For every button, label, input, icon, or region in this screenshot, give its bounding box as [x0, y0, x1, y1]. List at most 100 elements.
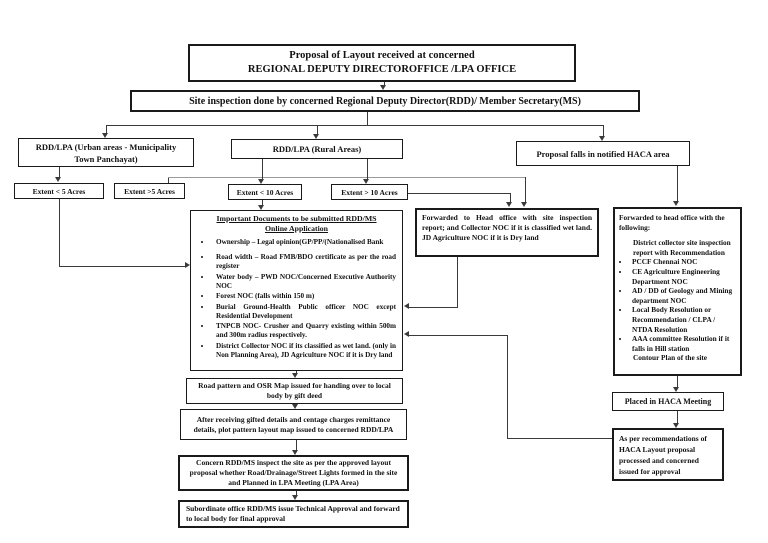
node-rdd-lpa-urban: RDD/LPA (Urban areas - Municipality Town…	[18, 138, 194, 167]
node-after-receiving-gifted-details: After receiving gifted details and centa…	[180, 409, 407, 440]
bullet-item: PCCF Chennai NOC	[630, 257, 736, 267]
connector-gt10-drop	[510, 193, 511, 203]
connector-docs-to-road	[296, 371, 297, 374]
connector-lt10-to-docs	[262, 200, 263, 205]
bullet-item: Road width – Road FMB/BDO certificate as…	[212, 253, 396, 271]
placed-haca-label: Placed in HACA Meeting	[624, 397, 712, 406]
site-inspection-label: Site inspection done by concerned Region…	[189, 95, 581, 107]
connector-rural-to-lt10	[262, 159, 263, 179]
concern-rdd-label: Concern RDD/MS inspect the site as per t…	[189, 458, 398, 487]
arrowhead-docs-to-road	[292, 373, 298, 378]
arrowhead-to-rural	[313, 134, 319, 139]
bullet-item: District Collector NOC if its classified…	[212, 342, 396, 360]
after-receiving-label: After receiving gifted details and centa…	[193, 414, 394, 434]
extent-lt5-label: Extent < 5 Acres	[32, 186, 86, 196]
arrowhead-gt5-to-fwdmid	[521, 202, 527, 207]
bullet-item: AD / DD of Geology and Mining department…	[630, 286, 736, 305]
proposal-received-line2: REGIONAL DEPUTY DIRECTOROFFICE /LPA OFFI…	[247, 64, 517, 75]
connector-feedback-rail	[409, 335, 507, 336]
arrowhead-to-lt5	[55, 177, 61, 182]
arrowhead-after-to-concern	[292, 450, 298, 455]
connector-feedback-riser	[507, 335, 508, 439]
urban-line1: RDD/LPA (Urban areas - Municipality	[35, 141, 177, 152]
bullet-item: AAA committee Resolution if it falls in …	[630, 334, 736, 353]
connector-branch-haca	[603, 125, 604, 137]
forwarded-right-lead-item: District collector site inspection repor…	[633, 238, 731, 257]
bullet-item: CE Agriculture Engineering Department NO…	[630, 267, 736, 286]
arrowhead-concern-to-sub	[292, 495, 298, 500]
arrowhead-road-to-after	[292, 404, 298, 409]
connector-gt5-riser	[168, 177, 169, 183]
urban-line2: Town Panchayat)	[74, 153, 138, 164]
forwarded-right-tail-item: Contour Plan of the site	[633, 353, 708, 363]
extent-gt5-label: Extent >5 Acres	[124, 186, 175, 196]
arrowhead-gt10-to-fwdmid	[506, 202, 512, 207]
connector-title-to-site	[384, 82, 385, 86]
connector-lt5-drop	[59, 199, 60, 266]
extent-gt10-label: Extent > 10 Acres	[341, 187, 398, 197]
bullet-item: Ownership – Legal opinion(GP/PP/(Nationa…	[212, 238, 396, 247]
subordinate-label: Subordinate office RDD/MS issue Technica…	[186, 504, 400, 523]
arrowhead-to-haca	[599, 136, 605, 141]
arrowhead-fwdmid-to-docs	[404, 303, 409, 309]
node-important-documents: Important Documents to be submitted RDD/…	[190, 210, 403, 371]
connector-placed-to-asper	[677, 411, 678, 424]
node-concern-rdd-ms-inspect: Concern RDD/MS inspect the site as per t…	[178, 455, 409, 491]
arrowhead-to-gt10	[363, 179, 369, 184]
important-docs-heading1: Important Documents to be submitted RDD/…	[216, 214, 377, 223]
connector-site-drop	[367, 112, 368, 125]
connector-fwdright-to-placed	[677, 376, 678, 388]
connector-after-to-concern	[296, 440, 297, 451]
bullet-item: TNPCB NOC- Crusher and Quarry existing w…	[212, 322, 396, 340]
node-forwarded-head-office-following: Forwarded to head office with the follow…	[613, 207, 742, 376]
connector-feedback-bottom	[507, 438, 612, 439]
node-proposal-received: Proposal of Layout received at concerned…	[188, 44, 576, 82]
arrowhead-to-urban	[102, 133, 108, 138]
node-rdd-lpa-rural: RDD/LPA (Rural Areas)	[231, 139, 403, 159]
connector-gt5-drop	[525, 177, 526, 203]
rural-label: RDD/LPA (Rural Areas)	[272, 144, 362, 154]
forwarded-right-bullet-list: PCCF Chennai NOCCE Agriculture Engineeri…	[619, 257, 736, 353]
node-road-pattern-osr-map: Road pattern and OSR Map issued for hand…	[186, 378, 403, 404]
arrowhead-to-lt10	[258, 179, 264, 184]
bullet-item: Forest NOC (falls within 150 m)	[212, 292, 396, 301]
arrowhead-lt5-to-docs	[185, 262, 190, 268]
bullet-item: Water body – PWD NOC/Concerned Executive…	[212, 273, 396, 291]
connector-lt5-rail	[59, 266, 185, 267]
bullet-item: Local Body Resolution or Recommendation …	[630, 305, 736, 334]
important-docs-bullet-list: Ownership – Legal opinion(GP/PP/(Nationa…	[195, 238, 398, 361]
node-haca-area: Proposal falls in notified HACA area	[516, 141, 690, 166]
connector-branch-rail	[106, 125, 603, 126]
node-extent-gt-5-acres: Extent >5 Acres	[114, 183, 185, 199]
node-extent-lt-5-acres: Extent < 5 Acres	[14, 183, 104, 199]
connector-gt10-rail	[408, 193, 510, 194]
arrowhead-lt10-to-docs	[258, 205, 264, 210]
connector-gt5-rail	[168, 177, 525, 178]
connector-concern-to-sub	[296, 491, 297, 496]
connector-haca-to-fwdright	[677, 166, 678, 202]
node-site-inspection: Site inspection done by concerned Region…	[130, 90, 640, 112]
haca-label: Proposal falls in notified HACA area	[536, 148, 670, 159]
connector-branch-rural	[317, 125, 318, 135]
road-pattern-label: Road pattern and OSR Map issued for hand…	[198, 381, 391, 400]
bullet-item: Burial Ground-Health Public officer NOC …	[212, 303, 396, 321]
connector-branch-urban	[106, 125, 107, 134]
proposal-received-line1: Proposal of Layout received at concerned	[289, 50, 475, 61]
node-extent-gt-10-acres: Extent > 10 Acres	[331, 184, 408, 200]
connector-fwdmid-drop	[457, 257, 458, 307]
node-extent-lt-10-acres: Extent < 10 Acres	[228, 184, 302, 200]
node-placed-in-haca-meeting: Placed in HACA Meeting	[612, 392, 724, 411]
connector-fwdmid-rail	[409, 307, 458, 308]
arrowhead-haca-to-fwdright	[673, 201, 679, 206]
arrowhead-feedback-to-docs	[404, 331, 409, 337]
connector-rural-to-gt10	[367, 159, 368, 179]
forwarded-right-intro: Forwarded to head office with the follow…	[619, 213, 725, 232]
as-per-rec-label: As per recommendations of HACA Layout pr…	[619, 434, 707, 476]
extent-lt10-label: Extent < 10 Acres	[236, 187, 294, 197]
arrowhead-fwdright-to-placed	[673, 387, 679, 392]
important-docs-heading2: Online Application	[264, 224, 329, 233]
connector-urban-to-lt5	[59, 167, 60, 178]
node-as-per-haca-recommendations: As per recommendations of HACA Layout pr…	[612, 428, 724, 481]
arrowhead-placed-to-asper	[673, 423, 679, 428]
